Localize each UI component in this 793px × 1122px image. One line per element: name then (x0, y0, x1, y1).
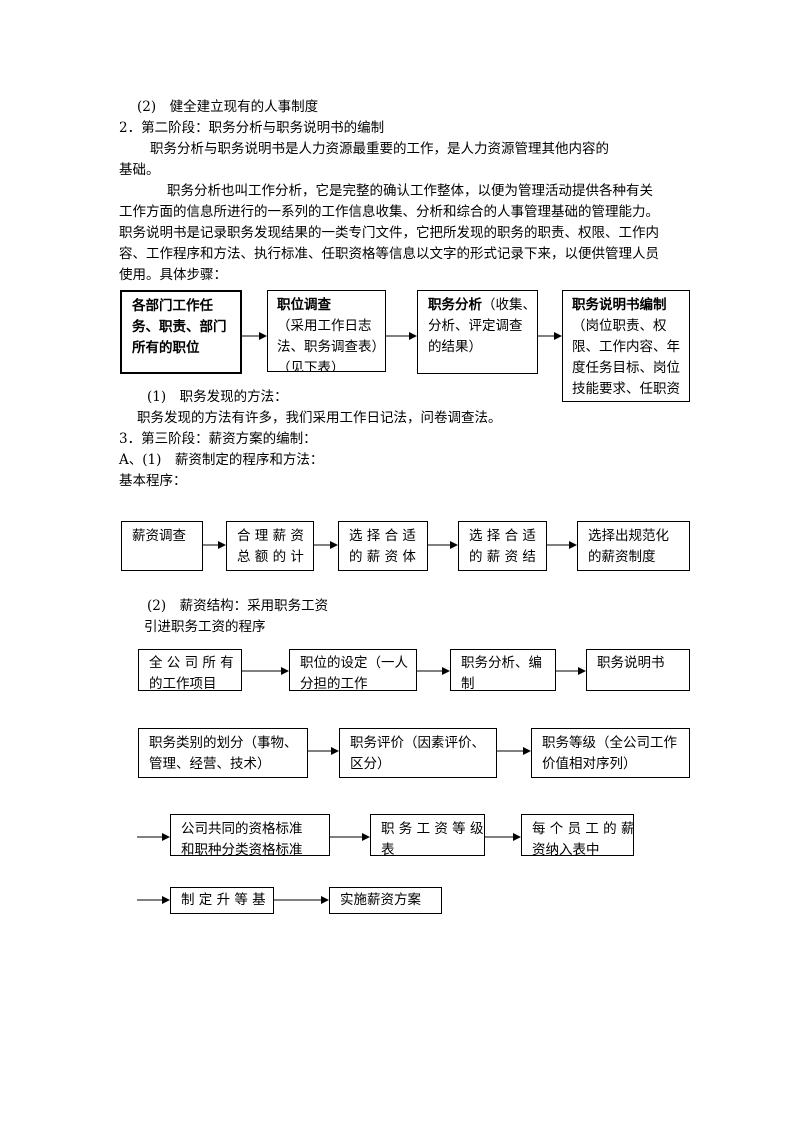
paragraph-line: 职务发现的方法有许多，我们采用工作日记法，问卷调查法。 (137, 410, 502, 426)
paragraph-line: 职务分析与职务说明书是人力资源最重要的工作，是人力资源管理其他内容的 (150, 141, 609, 157)
flow2-box-salary-survey: 薪资调查 (121, 521, 203, 571)
flow5-box-qualification-standard: 公司共同的资格标准和职种分类资格标准 (170, 814, 330, 856)
flow2-box-salary-standard: 选择出规范化的薪资制度 (577, 521, 690, 571)
salary-structure-heading: (2) 薪资结构：采用职务工资 (147, 598, 329, 614)
flow3-box-all-jobs: 全 公 司 所 有的工作项目 (138, 649, 242, 691)
flow1-box-job-description: 职务说明书编制（岗位职责、权限、工作内容、年度任务目标、岗位技能要求、任职资 (562, 290, 690, 402)
flow1-box-job-analysis: 职务分析（收集、分析、评定调查的结果） (417, 290, 538, 374)
stage-2-heading: 2．第二阶段：职务分析与职务说明书的编制 (119, 120, 385, 136)
paragraph-line: 职务说明书是记录职务发现结果的一类专门文件，它把所发现的职务的职责、权限、工作内 (119, 225, 659, 241)
sub-heading-a1: A、(1) 薪资制定的程序和方法： (119, 452, 324, 468)
flow3-box-job-analysis: 职务分析、编制 (450, 649, 556, 691)
paragraph-line: 基础。 (119, 162, 160, 178)
flow4-box-job-evaluation: 职务评价（因素评价、区分） (339, 728, 497, 778)
flow1-box-position-survey: 职位调查（采用工作日志法、职务调查表）（见下表） (267, 290, 386, 372)
stage-3-heading: 3．第三阶段：薪资方案的编制： (119, 431, 317, 447)
flow6-box-promotion-basis: 制 定 升 等 基 (170, 887, 274, 914)
basic-procedure-label: 基本程序： (119, 473, 187, 489)
paragraph-line: 容、工作程序和方法、执行标准、任职资格等信息以文字的形式记录下来，以便供管理人员 (119, 246, 659, 262)
flow2-box-total-salary: 合 理 薪 资总 额 的 计 (226, 521, 314, 571)
flow2-box-salary-system: 选 择 合 适的 薪 资 体 (338, 521, 428, 571)
flow4-box-job-grade: 职务等级（全公司工作价值相对序列） (531, 728, 690, 778)
procedure-label: 引进职务工资的程序 (144, 619, 266, 635)
flow5-box-employee-salary: 每 个 员 工 的 薪资纳入表中 (521, 814, 634, 856)
method-heading: (1) 职务发现的方法： (147, 389, 288, 405)
flow3-box-job-description: 职务说明书 (586, 649, 690, 691)
flow6-box-implement-plan: 实施薪资方案 (329, 887, 442, 914)
flow1-box-departments: 各部门工作任务、职责、部门所有的职位 (120, 290, 242, 374)
sub-heading-2: (2) 健全建立现有的人事制度 (137, 99, 319, 115)
flow5-box-wage-grade-table: 职 务 工 资 等 级表 (370, 814, 485, 856)
flow4-box-job-category: 职务类别的划分（事物、管理、经营、技术） (138, 728, 308, 778)
paragraph-line: 使用。具体步骤： (119, 267, 227, 283)
paragraph-line: 工作方面的信息所进行的一系列的工作信息收集、分析和综合的人事管理基础的管理能力。 (119, 204, 659, 220)
paragraph-line: 职务分析也叫工作分析，它是完整的确认工作整体，以便为管理活动提供各种有关 (167, 183, 653, 199)
flow3-box-position-setting: 职位的设定（一人分担的工作 (289, 649, 417, 691)
flow2-box-salary-structure: 选 择 合 适的 薪 资 结 (458, 521, 547, 571)
